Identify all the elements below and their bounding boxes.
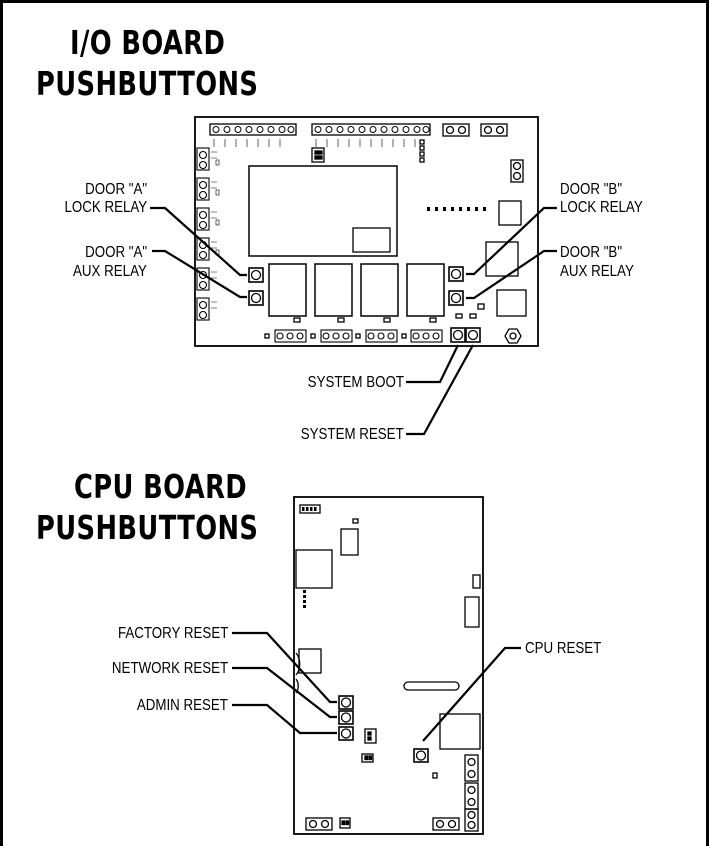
cpu-board-title-line1: CPU BOARD [74,467,248,506]
door-a-aux-relay-label-line1: DOOR "A" [84,244,147,261]
door-a-lock-relay-label-line2: LOCK RELAY [64,199,147,216]
cpu-board-title-line2: PUSHBUTTONS [36,508,259,547]
door-b-aux-relay-label-line2: AUX RELAY [560,263,634,280]
cpu-leader-lines [232,631,521,742]
io-board-title-line1: I/O BOARD [70,23,226,62]
system-boot-label: SYSTEM BOOT [307,374,404,391]
door-b-lock-relay-label-line2: LOCK RELAY [560,199,643,216]
io-board-title-line2: PUSHBUTTONS [36,64,259,103]
admin-reset-label: ADMIN RESET [136,697,228,714]
door-b-lock-relay-label-line1: DOOR "B" [560,181,623,198]
door-a-aux-relay-label-line2: AUX RELAY [73,263,147,280]
factory-reset-label: FACTORY RESET [117,625,228,642]
system-reset-label: SYSTEM RESET [301,426,404,443]
cpu-board [293,496,484,835]
door-a-lock-relay-label-line1: DOOR "A" [84,181,147,198]
door-b-aux-relay-label-line1: DOOR "B" [560,244,623,261]
cpu-reset-label: CPU RESET [525,640,602,657]
network-reset-label: NETWORK RESET [111,660,228,677]
io-board [194,116,539,347]
io-leader-lines [150,206,557,436]
